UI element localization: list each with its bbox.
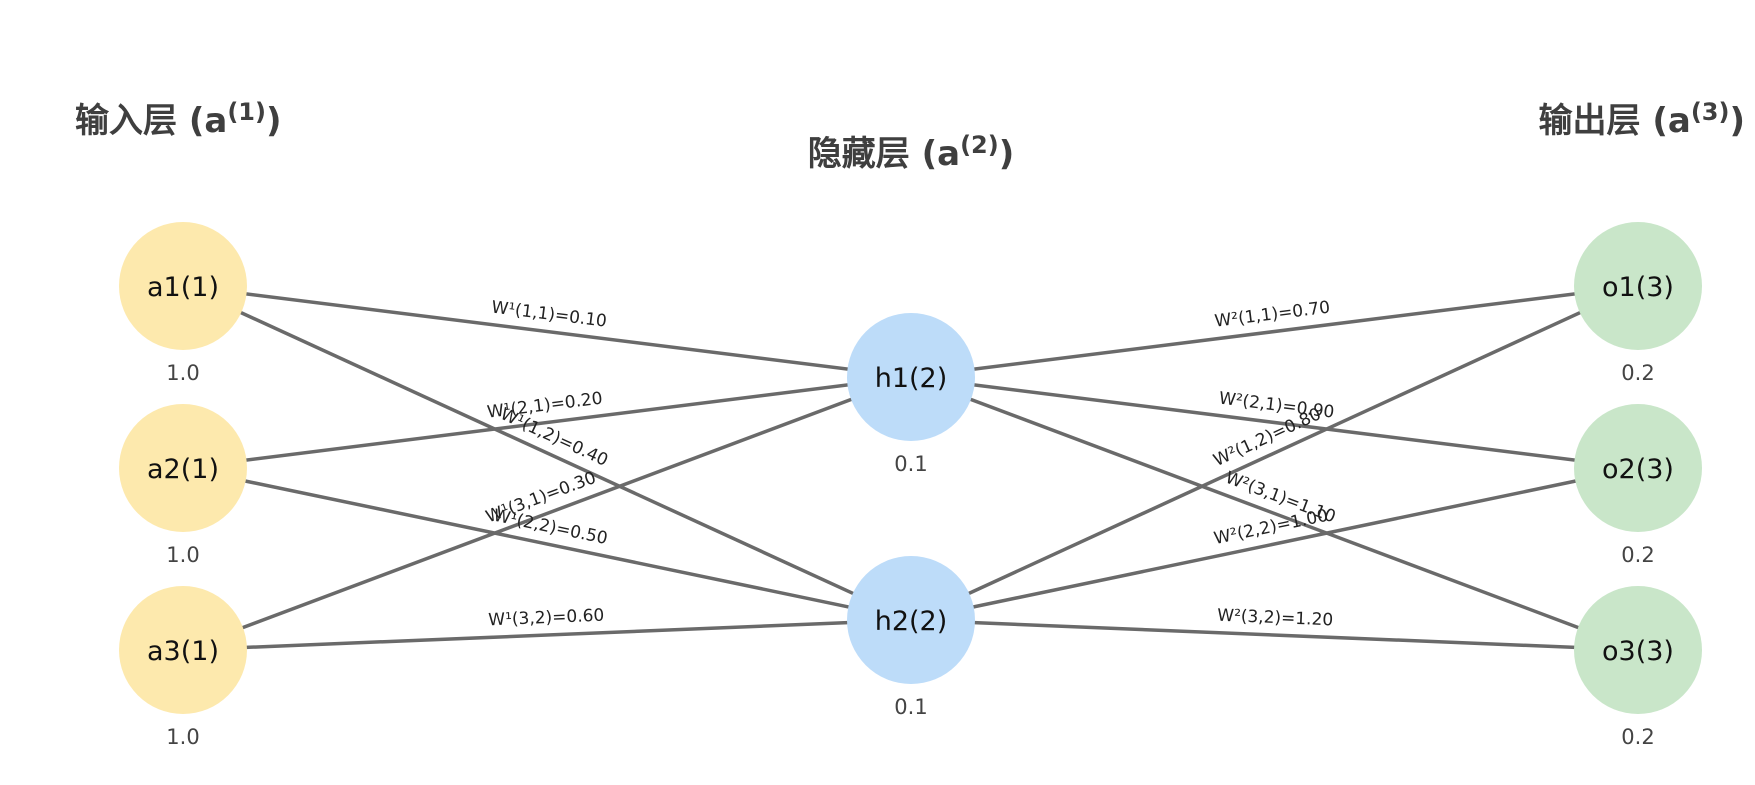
node-base-o1: o1 (1602, 272, 1636, 303)
layer-title-output: 输出层 (a(3)) (1538, 98, 1745, 141)
node-o3: o3(3) 0.2 (1574, 586, 1702, 749)
node-base-h1: h1 (875, 363, 909, 394)
node-base-o3: o3 (1602, 636, 1636, 667)
layer-title-prefix: 输入层 (a (75, 101, 227, 141)
node-base-h2: h2 (875, 606, 909, 637)
layer-title-input: 输入层 (a(1)) (75, 98, 282, 141)
node-circle-a2 (119, 404, 247, 532)
edge-h1-o2 (910, 375, 1639, 470)
node-o1: o1(3) 0.2 (1574, 222, 1702, 385)
edge-a2-h1 (182, 375, 912, 470)
node-label-a1: a1(1) (147, 272, 219, 303)
node-label-a3: a3(1) (147, 636, 219, 667)
node-h2: h2(2) 0.1 (847, 556, 975, 719)
node-superscript-h1: (2) (909, 363, 947, 394)
layer-titles: 输入层 (a(1))隐藏层 (a(2))输出层 (a(3)) (75, 98, 1745, 174)
node-label-h2: h2(2) (875, 606, 948, 637)
node-base-a3: a3 (147, 636, 181, 667)
node-circle-o3 (1574, 586, 1702, 714)
node-circle-o2 (1574, 404, 1702, 532)
node-value-a1: 1.0 (166, 361, 199, 385)
node-base-o2: o2 (1602, 454, 1636, 485)
node-circle-a3 (119, 586, 247, 714)
node-label-o1: o1(3) (1602, 272, 1674, 303)
node-value-a2: 1.0 (166, 543, 199, 567)
node-circle-o1 (1574, 222, 1702, 350)
edge-h2-o2 (910, 466, 1639, 622)
node-base-a1: a1 (147, 272, 181, 303)
edge-a1-h2 (182, 284, 912, 622)
layer-title-superscript: (1) (227, 98, 266, 126)
node-circle-h2 (847, 556, 975, 684)
layer-title-hidden: 隐藏层 (a(2)) (808, 131, 1015, 174)
layer-title-suffix: ) (1729, 101, 1745, 141)
edge-a1-h1 (182, 284, 912, 379)
node-circle-h1 (847, 313, 975, 441)
node-superscript-a2: (1) (181, 454, 219, 485)
node-value-h1: 0.1 (894, 452, 927, 476)
edge-h1-o1 (910, 284, 1639, 379)
node-label-o3: o3(3) (1602, 636, 1674, 667)
edge-a2-h2 (182, 466, 912, 622)
weight-label-a3-h2: W¹(3,2)=0.60 (488, 606, 605, 631)
edge-h2-o3 (910, 618, 1639, 652)
node-superscript-o3: (3) (1636, 636, 1674, 667)
node-value-o3: 0.2 (1621, 725, 1654, 749)
edge-h1-o3 (910, 375, 1639, 652)
layer-title-suffix: ) (266, 101, 282, 141)
node-superscript-h2: (2) (909, 606, 947, 637)
edge-a3-h1 (182, 375, 912, 652)
node-a3: a3(1) 1.0 (119, 586, 247, 749)
node-a2: a2(1) 1.0 (119, 404, 247, 567)
nodes-layer: a1(1)1.0a2(1)1.0a3(1)1.0h1(2)0.1h2(2)0.1… (119, 222, 1702, 749)
edge-h2-o1 (910, 284, 1639, 622)
layer-title-prefix: 输出层 (a (1538, 101, 1690, 141)
edges-layer (182, 284, 1639, 652)
node-superscript-o1: (3) (1636, 272, 1674, 303)
layer-title-superscript: (2) (960, 131, 999, 159)
node-value-h2: 0.1 (894, 695, 927, 719)
edge-a3-h2 (182, 618, 912, 652)
node-base-a2: a2 (147, 454, 181, 485)
node-value-o1: 0.2 (1621, 361, 1654, 385)
node-o2: o2(3) 0.2 (1574, 404, 1702, 567)
node-label-o2: o2(3) (1602, 454, 1674, 485)
node-label-h1: h1(2) (875, 363, 948, 394)
node-circle-a1 (119, 222, 247, 350)
node-value-o2: 0.2 (1621, 543, 1654, 567)
weight-label-h2-o3: W²(3,2)=1.20 (1217, 606, 1334, 631)
node-label-a2: a2(1) (147, 454, 219, 485)
node-superscript-a1: (1) (181, 272, 219, 303)
node-value-a3: 1.0 (166, 725, 199, 749)
node-superscript-o2: (3) (1636, 454, 1674, 485)
node-a1: a1(1) 1.0 (119, 222, 247, 385)
layer-title-superscript: (3) (1691, 98, 1730, 126)
node-superscript-a3: (1) (181, 636, 219, 667)
layer-title-suffix: ) (999, 134, 1015, 174)
layer-title-prefix: 隐藏层 (a (808, 134, 960, 174)
node-h1: h1(2) 0.1 (847, 313, 975, 476)
